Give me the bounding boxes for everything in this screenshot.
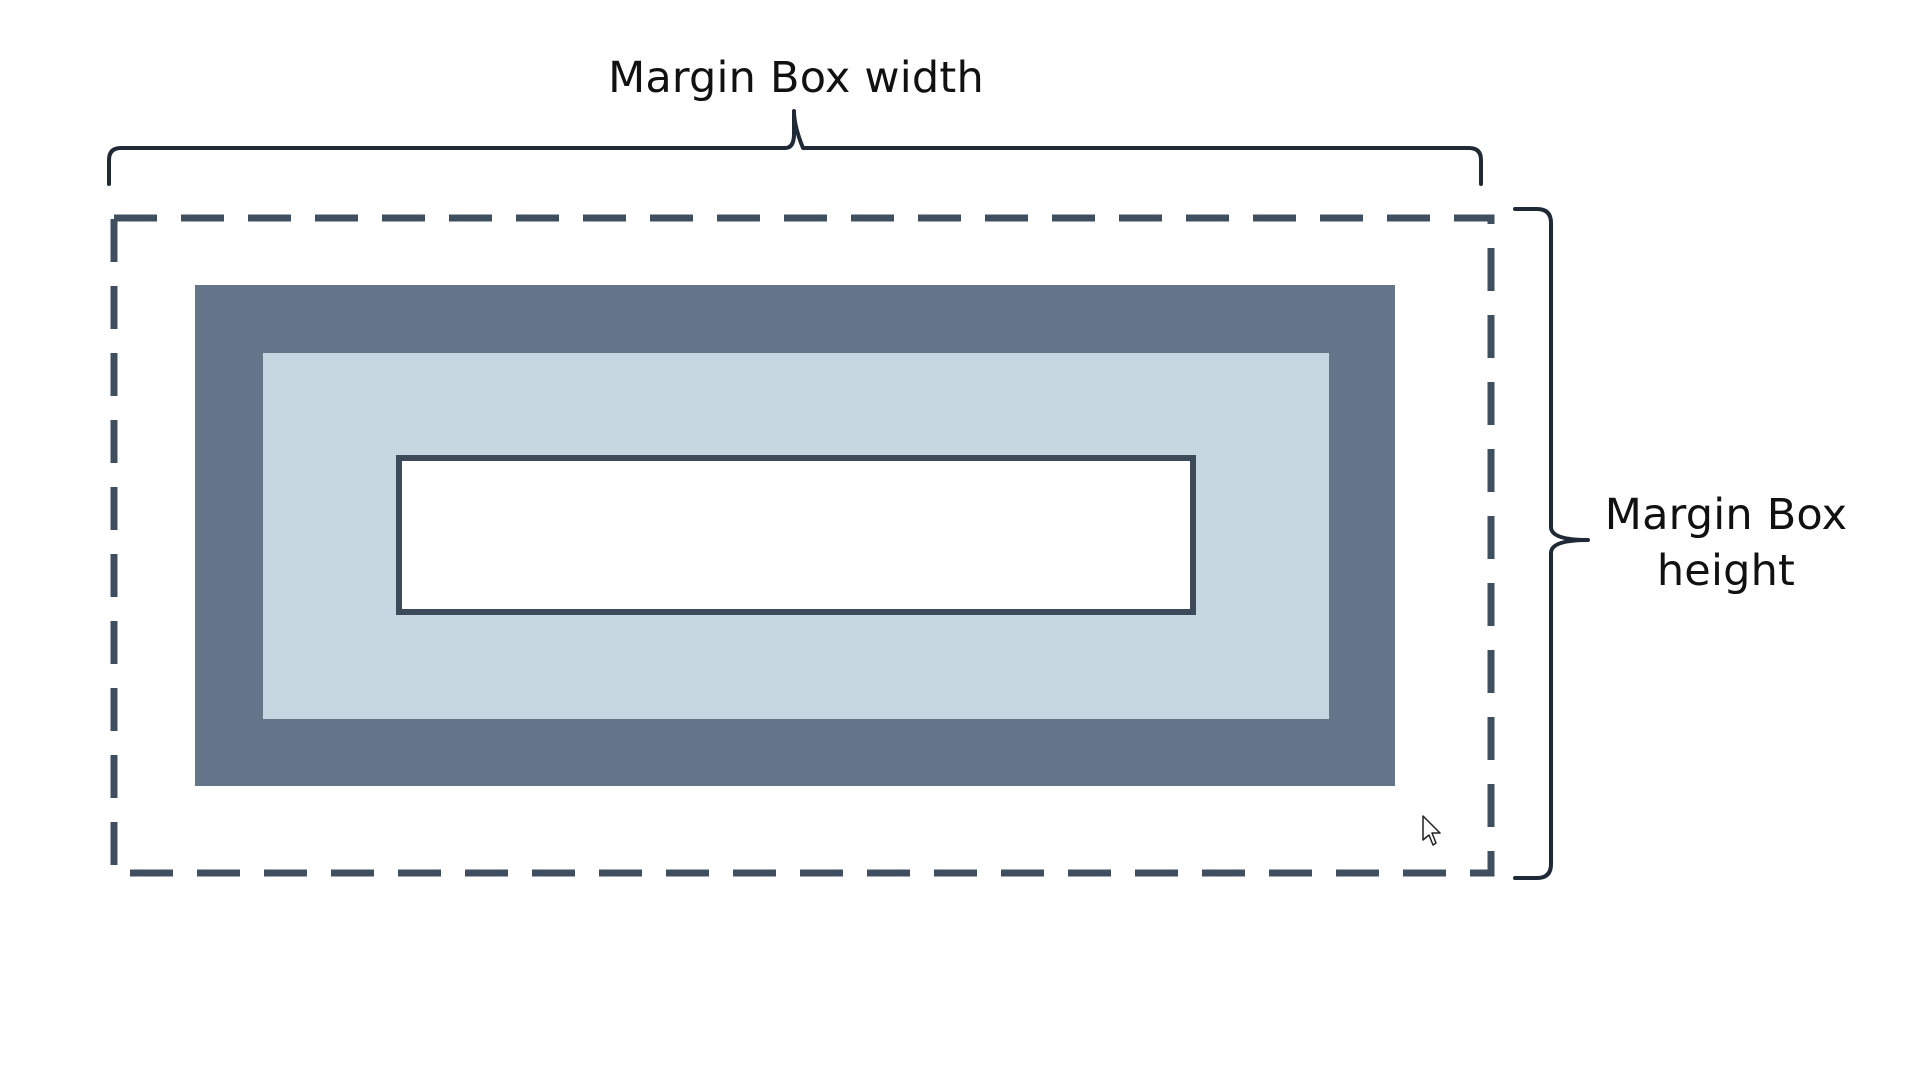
mouse-pointer-icon <box>1422 815 1441 846</box>
height-label-line-2: height <box>1656 546 1796 596</box>
margin-box-width-label: Margin Box width <box>608 53 984 103</box>
width-bracket <box>107 109 1483 186</box>
height-label-line-1: Margin Box <box>1604 490 1848 540</box>
content-box <box>396 455 1196 615</box>
height-bracket <box>1513 207 1590 880</box>
margin-box-height-label: Margin Box height <box>1576 487 1876 599</box>
